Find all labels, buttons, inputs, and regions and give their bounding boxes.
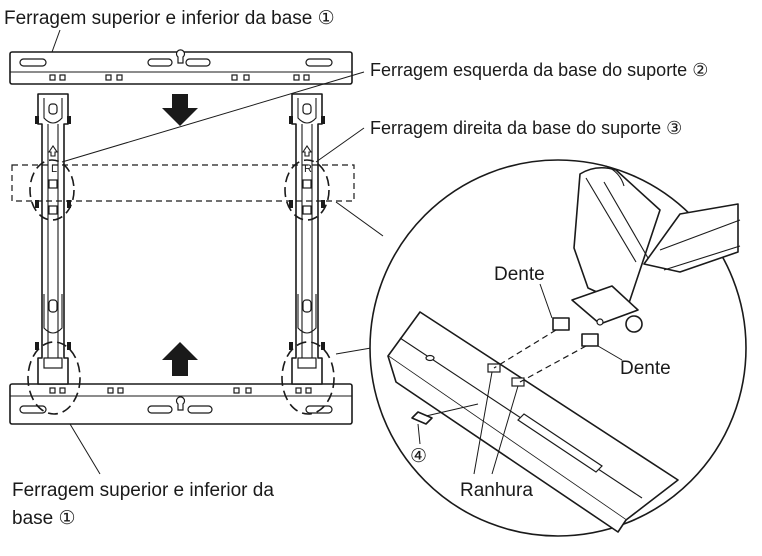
detail-band — [11, 164, 355, 202]
label-left-bracket: Ferragem esquerda da base do suporte ② — [370, 60, 708, 80]
detail-callout — [335, 159, 747, 537]
tooth-lower — [581, 333, 599, 347]
joint-circle-top-right — [284, 159, 330, 221]
up-arrow-icon — [162, 342, 198, 376]
screw-icon — [411, 411, 433, 425]
label-tooth-upper: Dente — [494, 264, 545, 285]
bottom-rail — [9, 383, 353, 425]
left-bracket — [35, 93, 71, 385]
label-top-rail: Ferragem superior e inferior da base ① — [4, 8, 335, 29]
label-right-bracket: Ferragem direita da base do suporte ③ — [370, 118, 682, 138]
joint-circle-top-left — [29, 159, 75, 221]
label-bottom-rail-line1: Ferragem superior e inferior da — [12, 480, 274, 501]
joint-circle-bottom-right — [281, 341, 335, 415]
down-arrow-icon — [162, 94, 198, 126]
right-bracket — [289, 93, 325, 385]
label-bottom-rail-line2: base ① — [12, 508, 76, 529]
marker-left: L — [51, 163, 57, 175]
tooth-upper — [552, 317, 570, 331]
joint-circle-bottom-left — [27, 341, 81, 415]
label-tooth-lower: Dente — [620, 358, 671, 379]
top-rail — [9, 49, 353, 85]
label-screw: ④ — [410, 446, 427, 467]
marker-right: R — [304, 163, 312, 175]
label-slot: Ranhura — [460, 480, 533, 501]
